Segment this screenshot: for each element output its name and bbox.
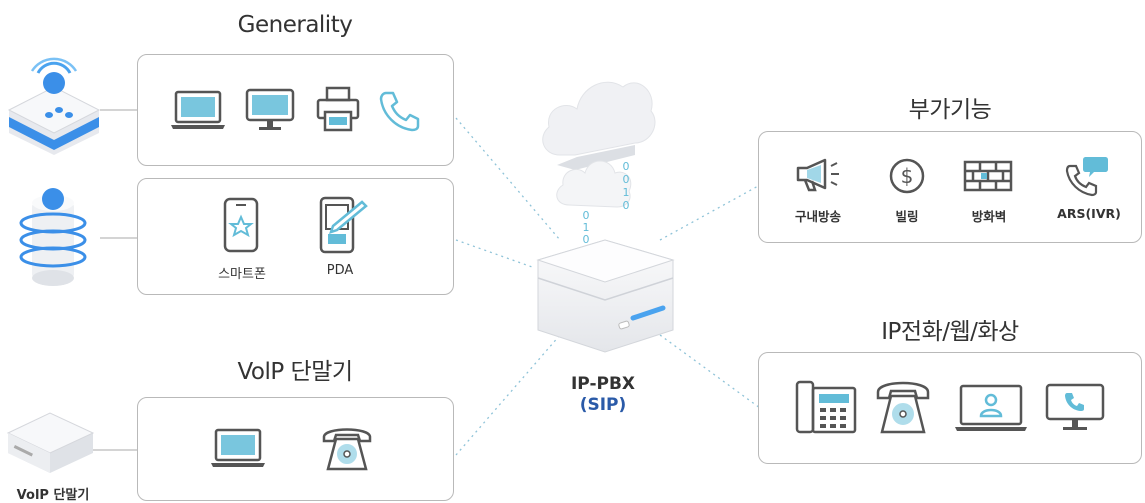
- ipphone-title: IP전화/웹/화상: [881, 319, 1019, 345]
- laptop-icon: [211, 428, 265, 467]
- voip-title: VolP 단말기: [237, 359, 353, 385]
- voip-device-icon: [6, 412, 95, 473]
- addon-label: 방화벽: [971, 209, 1007, 224]
- firewall-brick-icon: [963, 160, 1013, 192]
- cloud-icon: [542, 81, 656, 208]
- printer-icon: [316, 86, 360, 132]
- svg-text:$: $: [901, 164, 914, 188]
- addon-label: 빌링: [895, 209, 919, 224]
- generality-title: Generality: [237, 12, 353, 38]
- desk-phone-icon: [795, 380, 857, 434]
- phone-handset-icon: [379, 91, 420, 132]
- smartphone-icon: [223, 197, 259, 253]
- dollar-coin-icon: $: [889, 158, 925, 194]
- monitor-icon: [245, 88, 295, 130]
- phone-monitor-icon: [1045, 383, 1105, 430]
- laptop-icon: [171, 90, 225, 129]
- addon-label: 구내방송: [794, 209, 841, 224]
- video-call-laptop-icon: [955, 384, 1027, 431]
- rotary-phone-icon: [876, 381, 930, 434]
- voip-box: [137, 397, 454, 501]
- pbx-label: IP-PBX: [570, 374, 636, 394]
- megaphone-icon: [796, 158, 839, 192]
- pbx-server-icon: [536, 239, 675, 353]
- binary-left: 0 1 0: [582, 209, 590, 246]
- voip-device-caption: VolP 단말기: [16, 488, 90, 503]
- pda-label: PDA: [326, 263, 354, 278]
- smartphone-label: 스마트폰: [218, 267, 266, 282]
- addon-title: 부가기능: [908, 97, 992, 123]
- rotary-phone-icon: [322, 428, 372, 471]
- binary-right: 0 0 1 0: [622, 160, 630, 212]
- generality-box: [137, 54, 454, 166]
- database-server-icon: [19, 188, 87, 286]
- addon-label: ARS(IVR): [1057, 206, 1121, 221]
- mobile-box: [137, 178, 454, 295]
- wireless-router-icon: [7, 57, 101, 155]
- sip-label: (SIP): [579, 395, 627, 415]
- ars-phone-icon: [1065, 157, 1108, 197]
- pda-icon: [319, 196, 368, 254]
